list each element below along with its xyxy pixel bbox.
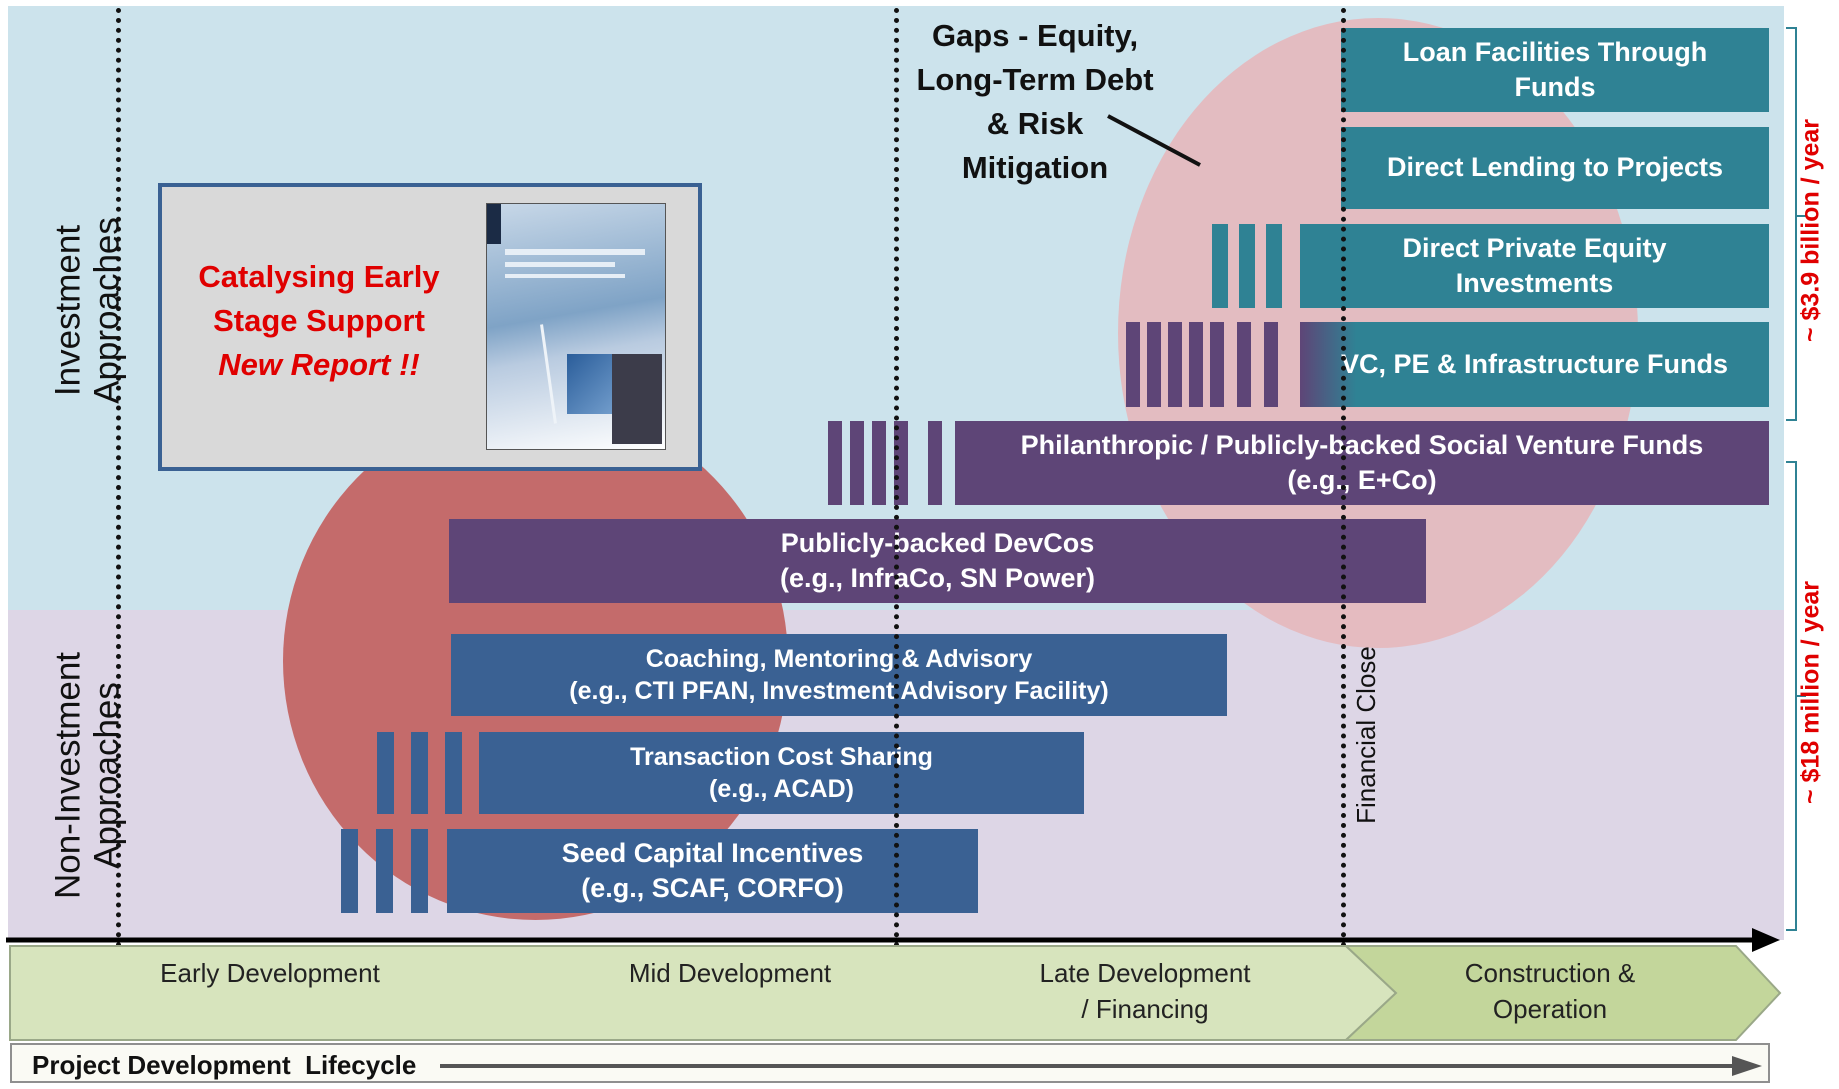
phase-late-development: Late Development / Financing: [1039, 958, 1251, 1025]
report-cover-thumbnail: [486, 203, 666, 450]
gaps-pointer-line: [1107, 114, 1201, 167]
report-title-line-2: Stage Support: [213, 303, 425, 338]
right-braces: [1786, 27, 1806, 931]
gaps-annotation: Gaps - Equity, Long-Term Debt & Risk Mit…: [916, 18, 1154, 185]
philanthropic-social-venture-funds-bar: Philanthropic / Publicly-backed Social V…: [955, 421, 1769, 505]
direct-private-equity-bar: Direct Private Equity Investments: [1300, 224, 1769, 308]
timeline-axis-arrow: [6, 928, 1780, 952]
non-investment-volume-label: ~ $18 million / year: [1796, 580, 1825, 805]
mid-late-separator: [894, 8, 899, 978]
phase-chevrons: [9, 945, 1782, 1041]
lifecycle-arrow: [440, 1056, 1762, 1076]
publicly-backed-devcos-bar: Publicly-backed DevCos (e.g., InfraCo, S…: [449, 519, 1426, 603]
coaching-mentoring-advisory-bar: Coaching, Mentoring & Advisory (e.g., CT…: [451, 634, 1227, 716]
lifecycle-label: Project Development Lifecycle: [32, 1050, 417, 1080]
direct-lending-bar: Direct Lending to Projects: [1341, 127, 1769, 209]
transaction-cost-sharing-bar: Transaction Cost Sharing (e.g., ACAD): [479, 732, 1084, 814]
early-mid-separator: [116, 8, 121, 978]
loan-facilities-bar: Loan Facilities Through Funds: [1341, 28, 1769, 112]
report-title-line-1: Catalysing Early: [198, 259, 440, 294]
financial-close-separator: [1341, 8, 1346, 978]
phase-construction-operation: Construction & Operation: [1464, 958, 1636, 1025]
seed-capital-incentives-bar: Seed Capital Incentives (e.g., SCAF, COR…: [447, 829, 978, 913]
phase-early-development: Early Development: [160, 958, 380, 988]
financial-close-label: Financial Close: [1351, 646, 1381, 824]
phase-mid-development: Mid Development: [628, 958, 832, 988]
new-report-label: New Report !!: [218, 347, 420, 382]
vc-pe-infrastructure-funds-bar: VC, PE & Infrastructure Funds: [1300, 322, 1769, 407]
report-callout: Catalysing Early Stage Support New Repor…: [158, 183, 702, 471]
project-development-lifecycle-bar: [10, 1043, 1770, 1083]
